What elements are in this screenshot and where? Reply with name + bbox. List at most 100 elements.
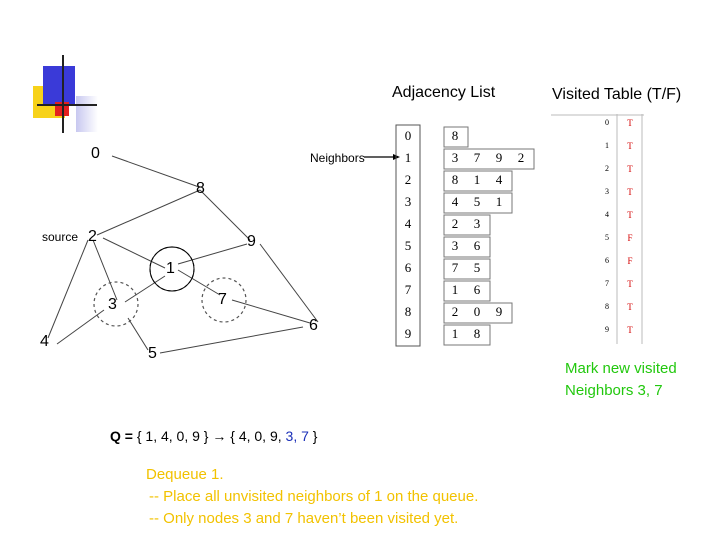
queue-arrow: → [212,428,227,444]
decor-vertical-line [62,55,64,133]
queue-new-items: 3, 7 [285,428,309,444]
edge-2-4 [47,239,89,339]
visited-value: T [627,279,633,289]
solid-circle-node-1 [149,246,195,292]
graph-node-9: 9 [247,233,256,250]
mark-visited-line-1: Mark new visited [565,360,677,377]
visited-value: T [627,302,633,312]
adjacency-row-box [443,170,513,192]
graph-node-0: 0 [91,145,100,162]
adjacency-neighbor: 2 [517,150,525,165]
edge-9-6 [259,243,319,323]
visited-index: 0 [605,118,609,127]
graph-node-8: 8 [196,180,205,197]
adjacency-neighbor: 3 [473,216,481,231]
edge-4-3 [56,309,105,345]
adjacency-neighbor: 6 [473,238,481,253]
adjacency-neighbor: 8 [473,326,481,341]
visited-index: 2 [605,164,609,173]
source-label: source [42,230,79,244]
adjacency-row-box [443,236,491,258]
queue-line: Q = { 1, 4, 0, 9 } → { 4, 0, 9, 3, 7 } [110,428,317,444]
adjacency-neighbor: 7 [451,260,459,275]
visited-value: T [627,141,633,151]
adjacency-row-box [443,214,491,236]
graph-node-5: 5 [148,345,157,362]
adjacency-row-box [443,258,491,280]
adjacency-neighbor: 3 [451,150,459,165]
queue-prefix: Q = [110,428,133,444]
adjacency-index: 3 [404,194,412,209]
edge-1-9 [177,243,248,265]
visited-index: 7 [605,279,609,288]
visited-value: F [627,256,633,266]
adjacency-row-box [443,324,491,346]
visited-value: T [627,118,633,128]
graph-node-3: 3 [108,296,117,313]
neighbors-label: Neighbors [310,151,365,165]
adjacency-neighbor: 9 [495,150,503,165]
visited-value: T [627,325,633,335]
edge-1-3 [124,275,166,303]
dequeue-line-2: -- Place all unvisited neighbors of 1 on… [149,488,479,505]
adjacency-neighbor: 4 [451,194,459,209]
visited-index: 5 [605,233,609,242]
queue-before: { 1, 4, 0, 9 } [136,428,209,444]
graph-node-2: 2 [88,228,97,245]
visited-value: T [627,187,633,197]
edge-2-3 [92,239,118,301]
edge-2-1 [102,237,166,269]
adjacency-neighbor: 9 [495,304,503,319]
queue-after-close: } [308,428,318,444]
adjacency-row-box [443,280,491,302]
visited-index: 4 [605,210,609,219]
dashed-circle-node-3 [93,281,139,327]
visited-index: 9 [605,325,609,334]
visited-index: 1 [605,141,609,150]
adjacency-index: 4 [404,216,412,231]
edge-3-5 [127,317,149,351]
visited-index: 3 [605,187,609,196]
visited-index: 6 [605,256,609,265]
edge-7-6 [231,299,311,324]
edge-1-7 [177,269,221,296]
adjacency-index: 6 [404,260,412,275]
visited-value: T [627,164,633,174]
edge-8-2 [96,189,201,236]
adjacency-neighbor: 5 [473,194,481,209]
adjacency-neighbor: 2 [451,216,459,231]
graph-node-6: 6 [309,317,318,334]
adjacency-row-box [443,148,535,170]
adjacency-index: 9 [404,326,412,341]
graph-node-1: 1 [166,260,175,277]
adjacency-neighbor: 1 [495,194,503,209]
edge-8-9 [199,189,251,241]
visited-value: F [627,233,633,243]
queue-after-open: { 4, 0, 9, [230,428,286,444]
visited-table-title: Visited Table (T/F) [552,86,682,103]
adjacency-neighbor: 1 [451,326,459,341]
dashed-circle-node-7 [201,277,247,323]
adjacency-neighbor: 7 [473,150,481,165]
adjacency-index: 1 [404,150,412,165]
dequeue-line-1: Dequeue 1. [146,466,224,483]
adjacency-index: 2 [404,172,412,187]
adjacency-neighbor: 8 [451,128,459,143]
adjacency-index: 5 [404,238,412,253]
adjacency-index: 0 [404,128,412,143]
adjacency-row-box [443,126,469,148]
mark-visited-line-2: Neighbors 3, 7 [565,382,663,399]
adjacency-row-box [443,192,513,214]
adjacency-neighbor: 4 [495,172,503,187]
adjacency-list-title: Adjacency List [392,84,496,101]
graph-node-7: 7 [218,291,227,308]
edge-5-6 [159,326,304,354]
adjacency-neighbor: 1 [473,172,481,187]
adjacency-neighbor: 8 [451,172,459,187]
adjacency-neighbor: 0 [473,304,481,319]
mark-visited-note: Mark new visited Neighbors 3, 7 [565,358,677,402]
graph-node-4: 4 [40,333,49,350]
